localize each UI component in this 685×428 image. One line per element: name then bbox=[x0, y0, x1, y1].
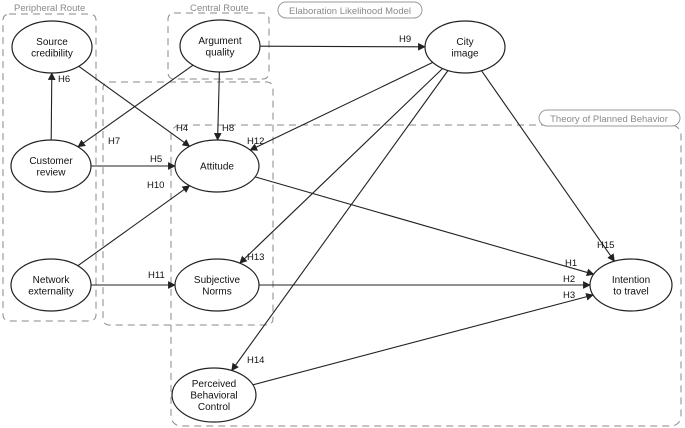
node-label-line: to travel bbox=[613, 286, 649, 297]
theory-planned-behavior-box bbox=[170, 124, 682, 427]
node-label-line: Control bbox=[198, 402, 230, 413]
node-label-line: Customer bbox=[29, 156, 73, 167]
node-ellipse bbox=[179, 19, 261, 73]
tpb-label: Theory of Planned Behavior bbox=[550, 114, 668, 125]
node-label-line: Behavioral bbox=[190, 391, 237, 402]
elm-label: Elaboration Likelihood Model bbox=[289, 6, 411, 17]
node-label-line: Attitude bbox=[200, 162, 234, 173]
node-ellipse bbox=[11, 20, 93, 74]
node-label-line: Source bbox=[36, 37, 68, 48]
edge-h12 bbox=[249, 61, 434, 151]
hypothesis-labels: H1 H2 H3 H4 H5 H6 H7 H8 H9 H10 H11 H12 H… bbox=[58, 34, 614, 366]
edge-h10 bbox=[77, 185, 191, 267]
hyp-label-h7: H7 bbox=[108, 136, 120, 147]
peripheral-route-box bbox=[2, 13, 97, 322]
hyp-label-h11: H11 bbox=[148, 270, 165, 281]
edge-h14 bbox=[231, 70, 449, 372]
edge-h15 bbox=[481, 70, 615, 262]
node-ellipse bbox=[10, 258, 92, 312]
elm-badge bbox=[277, 1, 423, 19]
elaboration-likelihood-box bbox=[102, 81, 274, 326]
node-label-line: Norms bbox=[202, 286, 231, 297]
node-label-line: Subjective bbox=[194, 275, 241, 286]
hyp-label-h2: H2 bbox=[563, 274, 575, 285]
node-label-line: City bbox=[456, 37, 473, 48]
node-ellipse bbox=[10, 139, 92, 193]
hyp-label-h6: H6 bbox=[58, 74, 70, 85]
node-label-line: review bbox=[37, 167, 67, 178]
edges-layer bbox=[47, 42, 615, 386]
node-label-line: Network bbox=[33, 275, 71, 286]
hyp-label-h4: H4 bbox=[176, 123, 188, 134]
node-label-line: image bbox=[451, 48, 479, 59]
edge-h13 bbox=[239, 68, 443, 264]
edge-h7 bbox=[77, 64, 194, 148]
hyp-label-h1: H1 bbox=[565, 258, 577, 269]
node-ellipse bbox=[424, 20, 506, 74]
central-route-label: Central Route bbox=[190, 3, 249, 14]
edge-h8 bbox=[213, 71, 222, 141]
node-ellipse bbox=[174, 258, 260, 312]
edge-h3 bbox=[252, 293, 594, 386]
hyp-label-h15: H15 bbox=[597, 240, 614, 251]
node-label-line: externality bbox=[28, 286, 74, 297]
hyp-label-h12: H12 bbox=[247, 136, 264, 147]
node-ellipse bbox=[171, 367, 257, 423]
node-label-line: quality bbox=[206, 47, 235, 58]
peripheral-route-label: Peripheral Route bbox=[14, 3, 85, 14]
node-label-line: Intention bbox=[612, 275, 650, 286]
hyp-label-h8: H8 bbox=[222, 123, 234, 134]
node-label-line: Argument bbox=[198, 36, 242, 47]
hyp-label-h3: H3 bbox=[563, 290, 575, 301]
hyp-label-h14: H14 bbox=[247, 355, 264, 366]
edge-h6 bbox=[47, 72, 56, 141]
node-label-line: Perceived bbox=[192, 379, 236, 390]
edge-h9 bbox=[259, 42, 426, 51]
node-label-line: credibility bbox=[31, 48, 73, 59]
node-attitude: Attitude bbox=[174, 139, 260, 193]
tpb-badge bbox=[538, 109, 681, 127]
edge-h1 bbox=[254, 176, 595, 277]
node-ellipse bbox=[174, 139, 260, 193]
hyp-label-h13: H13 bbox=[247, 252, 264, 263]
node-ellipse bbox=[589, 258, 673, 312]
hyp-label-h5: H5 bbox=[150, 154, 162, 165]
hyp-label-h9: H9 bbox=[399, 34, 411, 45]
hyp-label-h10: H10 bbox=[147, 180, 164, 191]
